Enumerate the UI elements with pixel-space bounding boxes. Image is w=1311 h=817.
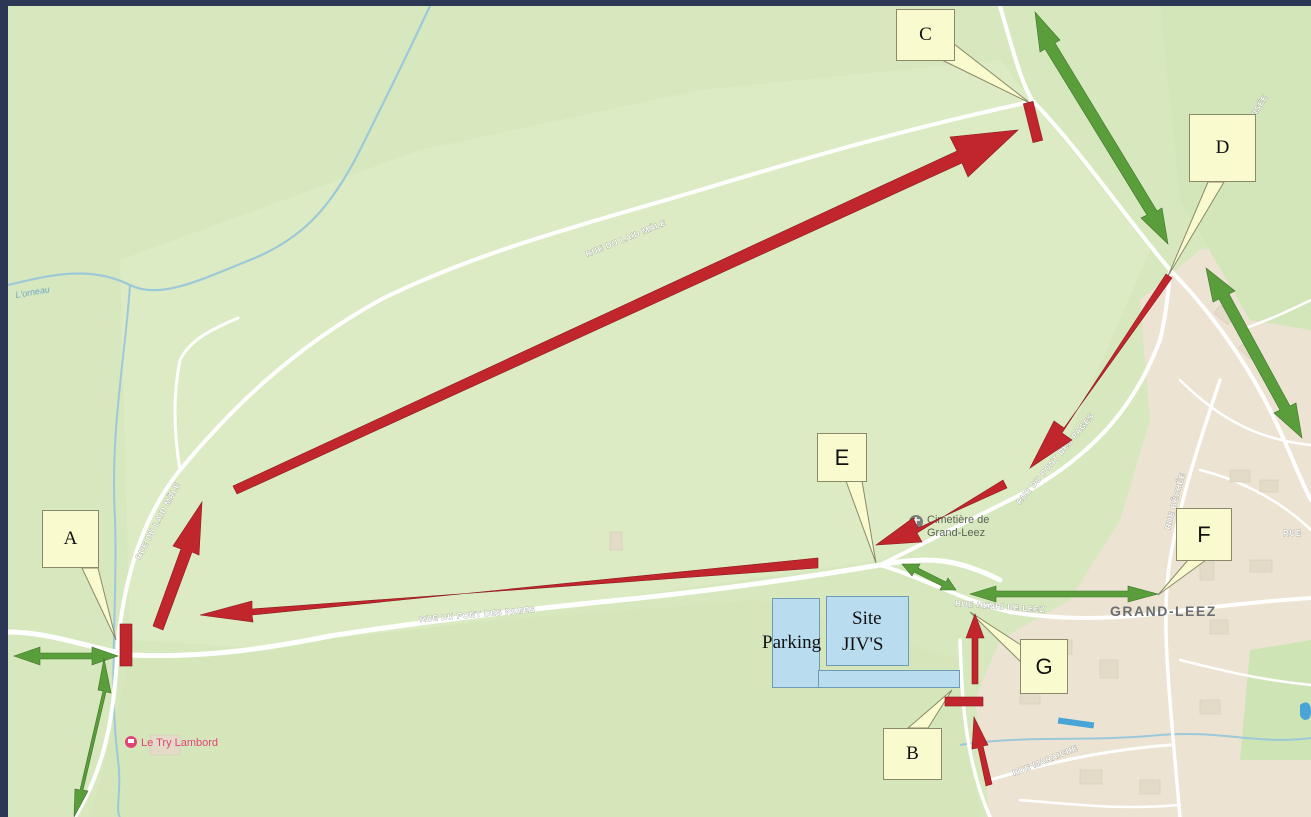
pond	[1057, 717, 1095, 729]
callout-d: D	[1189, 114, 1256, 182]
parking-area	[772, 598, 820, 688]
road-laid-male	[116, 100, 1032, 642]
pond-east	[1300, 702, 1311, 720]
road-town-1	[1178, 378, 1311, 447]
callout-f: F	[1176, 508, 1232, 561]
callout-pointer-d	[1167, 181, 1225, 277]
callout-c: C	[896, 9, 955, 61]
barrier-b	[944, 696, 984, 707]
river-orneau	[8, 6, 431, 292]
road-pont-pages-east	[878, 268, 1172, 567]
route-arrow-1	[232, 129, 1019, 495]
building	[149, 734, 181, 756]
route-arrow-7	[965, 613, 985, 685]
callout-b: B	[883, 728, 942, 780]
field-area-south	[90, 600, 980, 817]
two-way-arrow-south	[73, 657, 112, 817]
callout-e: E	[817, 433, 867, 482]
site-label-line1: Site	[852, 608, 882, 629]
route-arrow-6	[971, 715, 993, 787]
two-way-arrow-e-g	[901, 563, 957, 591]
building	[1199, 699, 1221, 715]
road-bechee	[1164, 378, 1222, 817]
road-south	[958, 638, 992, 817]
poi-icon-glyph	[128, 739, 134, 743]
road-laid-male-spur	[173, 316, 240, 472]
road-maraiche	[988, 743, 1172, 782]
route-arrow-2	[1029, 273, 1173, 469]
building	[1229, 469, 1251, 483]
frame-left	[0, 0, 8, 817]
road-town-2	[1198, 468, 1311, 532]
building	[1249, 559, 1273, 573]
town-label: GRAND-LEEZ	[1110, 603, 1217, 619]
route-arrow-3	[874, 479, 1008, 546]
road-henri-de-leez	[878, 563, 1311, 620]
site-access-strip	[818, 670, 960, 688]
callout-a: A	[42, 510, 99, 568]
building	[1209, 619, 1229, 635]
parking-label: Parking	[762, 632, 822, 653]
road-town-5	[1018, 798, 1182, 809]
site-label-line2: JIV'S	[842, 634, 884, 655]
two-way-arrow-east	[1205, 267, 1303, 439]
river-east	[959, 732, 1311, 746]
road-south-west	[73, 638, 120, 817]
meadow-area	[120, 60, 1150, 650]
barrier-a	[119, 623, 133, 667]
route-arrow-4	[199, 557, 819, 623]
park-patch-east	[1240, 640, 1311, 760]
building	[1139, 779, 1161, 795]
street-label-rue-edge: RUE	[1283, 529, 1302, 538]
road-north	[998, 6, 1172, 272]
building	[1099, 659, 1119, 679]
river-branch	[112, 284, 131, 817]
road-town-3	[1238, 298, 1311, 332]
road-town-4	[1178, 658, 1311, 687]
route-arrow-5	[152, 500, 203, 631]
road-east-main	[1168, 268, 1311, 502]
building	[1079, 769, 1103, 785]
two-way-arrow-west	[13, 646, 119, 666]
poi-label: Le Try Lambord	[141, 737, 218, 749]
two-way-arrow-north	[1034, 11, 1169, 245]
building	[609, 531, 623, 551]
callout-pointer-a	[81, 567, 117, 641]
two-way-arrow-henri	[968, 585, 1160, 603]
frame-top	[0, 0, 1311, 6]
building	[1259, 479, 1279, 493]
callout-g: G	[1020, 639, 1068, 694]
site-jivs-area	[826, 596, 909, 666]
cemetery-label-line2: Grand-Leez	[927, 527, 985, 539]
barrier-c	[1022, 101, 1044, 143]
